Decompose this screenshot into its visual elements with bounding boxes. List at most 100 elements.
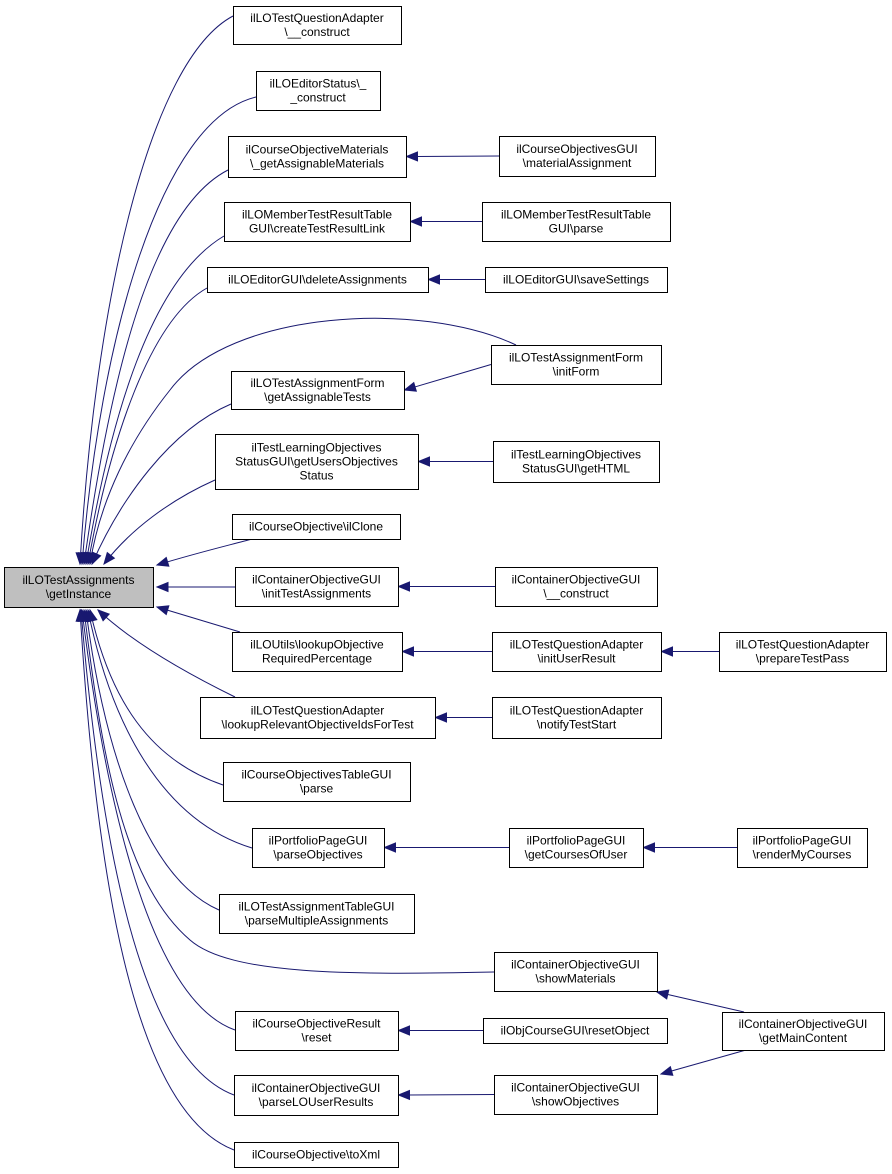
graph-node-m8[interactable]: ilLOTestQuestionAdapter\notifyTestStart [492, 697, 662, 739]
node-box [224, 202, 411, 242]
node-label-line: ilLOMemberTestResultTable [242, 208, 392, 222]
graph-node-r3[interactable]: ilContainerObjectiveGUI\getMainContent [722, 1012, 885, 1051]
node-label-line: \getMainContent [759, 1031, 848, 1045]
graph-node-n3[interactable]: ilCourseObjectiveMaterials\_getAssignabl… [228, 136, 407, 178]
graph-node-n15[interactable]: ilCourseObjectiveResult\reset [235, 1011, 399, 1051]
node-box [232, 632, 403, 672]
node-label-line: \reset [301, 1031, 332, 1045]
graph-node-n1[interactable]: ilLOTestQuestionAdapter\__construct [233, 6, 402, 45]
graph-node-n2[interactable]: ilLOEditorStatus\__construct [256, 71, 381, 111]
node-box [722, 1012, 885, 1051]
edge-line [97, 609, 236, 698]
edge-n8-to-root [155, 538, 253, 567]
node-label-line: ilLOEditorGUI\deleteAssignments [228, 273, 407, 287]
graph-node-m1[interactable]: ilCourseObjectivesGUI\materialAssignment [499, 136, 656, 177]
graph-node-m11[interactable]: ilObjCourseGUI\resetObject [483, 1018, 668, 1044]
node-box [256, 71, 381, 111]
graph-node-n13[interactable]: ilPortfolioPageGUI\parseObjectives [252, 828, 385, 868]
node-box [509, 828, 644, 868]
edge-m9-to-n13 [383, 842, 509, 853]
node-label-line: ilCourseObjective\ilClone [249, 520, 383, 534]
node-label-line: ilLOTestAssignmentTableGUI [238, 900, 394, 914]
graph-node-n9[interactable]: ilContainerObjectiveGUI\initTestAssignme… [235, 567, 399, 607]
node-label-line: ilContainerObjectiveGUI [511, 958, 640, 972]
node-label-line: ilCourseObjectiveResult [252, 1017, 381, 1031]
edge-line [166, 609, 241, 633]
graph-node-n16[interactable]: ilContainerObjectiveGUI\parseLOUserResul… [234, 1075, 399, 1116]
node-box [485, 267, 668, 293]
graph-node-m5[interactable]: ilTestLearningObjectivesStatusGUI\getHTM… [493, 441, 660, 483]
node-label-line: ilLOTestQuestionAdapter [736, 638, 869, 652]
node-box [492, 697, 662, 739]
graph-node-m12[interactable]: ilContainerObjectiveGUI\showObjectives [494, 1075, 658, 1115]
graph-node-r2[interactable]: ilPortfolioPageGUI\renderMyCourses [737, 828, 868, 868]
edge-line [666, 993, 745, 1013]
node-box [234, 1075, 399, 1116]
node-label-line: ilLOEditorStatus\_ [270, 77, 367, 91]
edge-line [83, 169, 229, 565]
edge-arrowhead [91, 551, 102, 566]
graph-node-n4[interactable]: ilLOMemberTestResultTableGUI\createTestR… [224, 202, 411, 242]
root-node-root[interactable]: ilLOTestAssignments\getInstance [4, 567, 154, 608]
node-box [235, 1011, 399, 1051]
node-label-line: ilCourseObjectivesGUI [516, 142, 637, 156]
edge-m2-to-n4 [409, 216, 482, 227]
edge-arrowhead [427, 274, 440, 285]
graph-node-m4[interactable]: ilLOTestAssignmentForm\initForm [491, 345, 662, 385]
node-box [499, 136, 656, 177]
graph-node-n5[interactable]: ilLOEditorGUI\deleteAssignments [207, 267, 429, 293]
graph-node-n8[interactable]: ilCourseObjective\ilClone [232, 514, 401, 540]
edge-r1-to-m7 [660, 646, 719, 657]
node-label-line: \parseLOUserResults [259, 1095, 374, 1109]
edge-line [87, 287, 208, 565]
node-label-line: ilCourseObjectivesTableGUI [241, 768, 391, 782]
graph-node-n11[interactable]: ilLOTestQuestionAdapter\lookupRelevantOb… [200, 697, 436, 739]
edge-line [670, 1049, 747, 1072]
graph-node-n17[interactable]: ilCourseObjective\toXml [234, 1142, 399, 1168]
edge-line [79, 15, 234, 565]
graph-node-m10[interactable]: ilContainerObjectiveGUI\showMaterials [494, 952, 658, 992]
graph-node-r1[interactable]: ilLOTestQuestionAdapter\prepareTestPass [719, 632, 887, 672]
node-label-line: ilLOTestAssignments [22, 573, 134, 587]
edge-line [81, 609, 236, 1031]
node-box [232, 514, 401, 540]
graph-node-m9[interactable]: ilPortfolioPageGUI\getCoursesOfUser [509, 828, 644, 868]
edge-arrowhead [75, 608, 86, 622]
graph-node-n14[interactable]: ilLOTestAssignmentTableGUI\parseMultiple… [219, 894, 415, 934]
graph-node-n12[interactable]: ilCourseObjectivesTableGUI\parse [223, 762, 411, 802]
graph-node-m6[interactable]: ilContainerObjectiveGUI\__construct [495, 567, 658, 607]
edge-n16-to-root [76, 608, 235, 1096]
edge-line [87, 609, 253, 849]
edge-arrowhead [103, 551, 116, 566]
edge-arrowhead [409, 216, 422, 227]
node-label-line: \showObjectives [532, 1095, 619, 1109]
edge-arrowhead [155, 581, 169, 593]
edge-line [80, 609, 235, 1096]
graph-node-m7[interactable]: ilLOTestQuestionAdapter\initUserResult [492, 632, 662, 672]
edge-line [85, 609, 220, 911]
node-label-line: RequiredPercentage [262, 652, 372, 666]
graph-node-n6[interactable]: ilLOTestAssignmentForm\getAssignableTest… [231, 371, 405, 410]
node-label-line: ilLOTestQuestionAdapter [510, 704, 643, 718]
node-label-line: \initTestAssignments [262, 587, 371, 601]
node-label-line: \getCoursesOfUser [525, 848, 628, 862]
node-box [737, 828, 868, 868]
edge-arrowhead [417, 456, 430, 467]
node-label-line: _construct [289, 91, 346, 105]
node-box [200, 697, 436, 739]
node-box [491, 345, 662, 385]
edge-arrowhead [405, 151, 419, 162]
graph-node-m3[interactable]: ilLOEditorGUI\saveSettings [485, 267, 668, 293]
edge-m3-to-n5 [427, 274, 485, 285]
edge-n9-to-root [155, 581, 235, 593]
node-box [215, 434, 419, 490]
edge-n10-to-root [155, 605, 241, 633]
graph-node-n7[interactable]: ilTestLearningObjectivesStatusGUI\getUse… [215, 434, 419, 490]
node-label-line: \notifyTestStart [537, 718, 617, 732]
edge-line [79, 609, 235, 1151]
node-label-line: ilContainerObjectiveGUI [739, 1017, 868, 1031]
node-label-line: ilCourseObjectiveMaterials [246, 143, 389, 157]
graph-node-n10[interactable]: ilLOUtils\lookupObjectiveRequiredPercent… [232, 632, 403, 672]
node-label-line: ilCourseObjective\toXml [252, 1148, 380, 1162]
